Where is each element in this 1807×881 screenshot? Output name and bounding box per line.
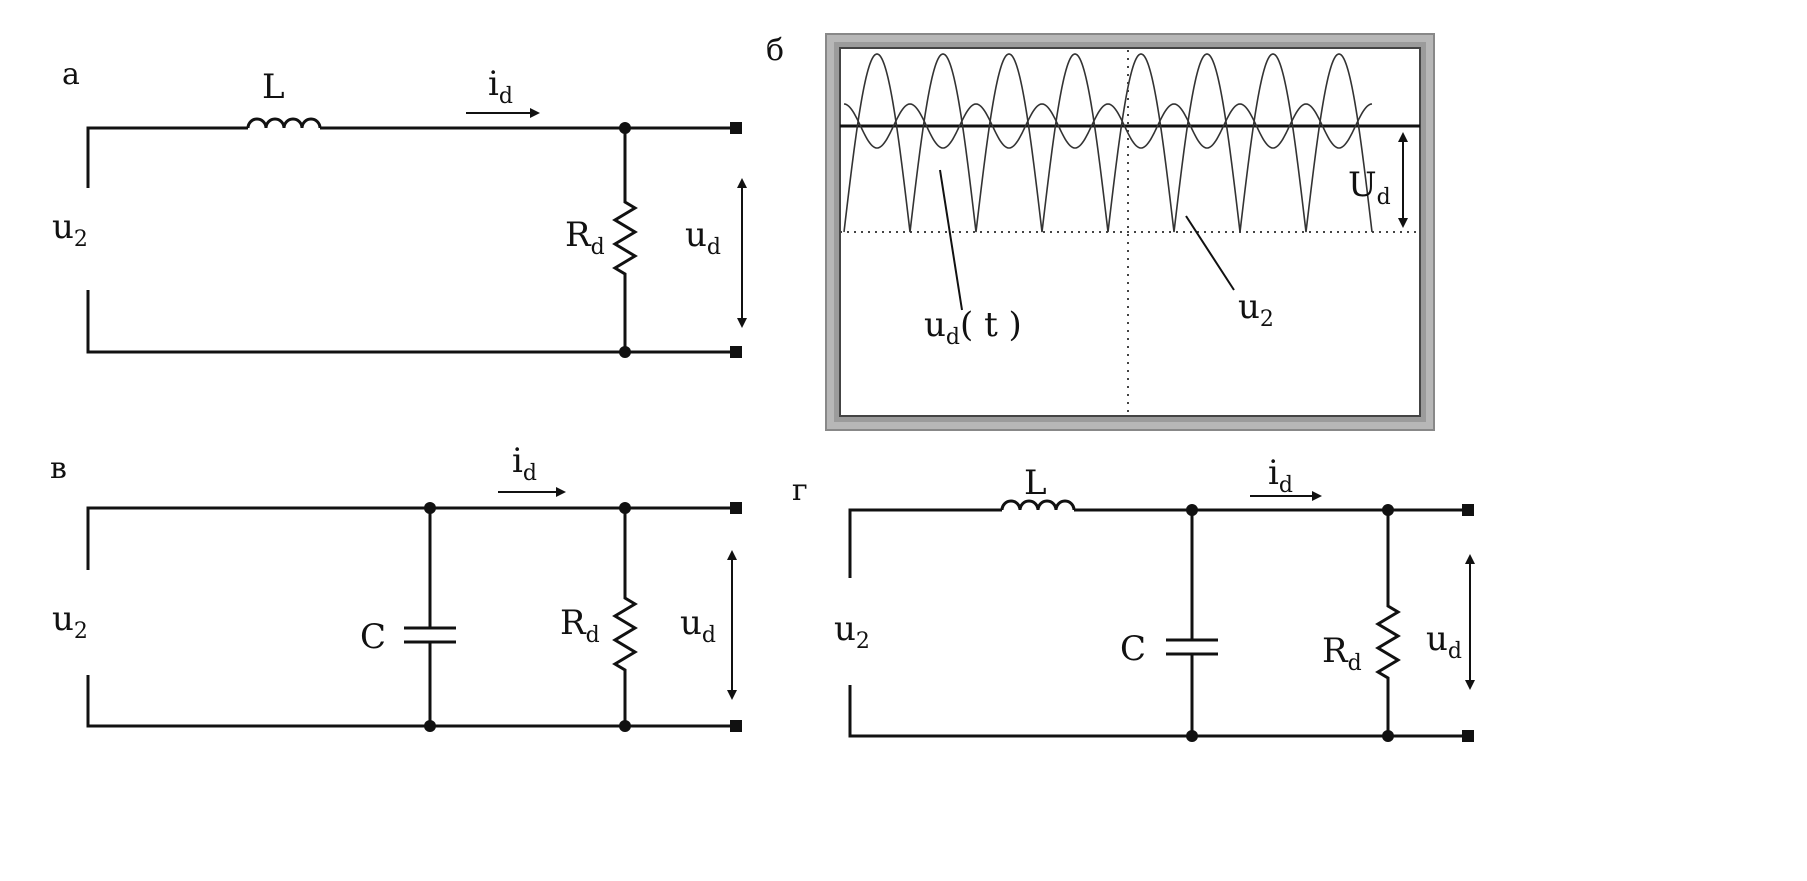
circuit-a: а L id u2 Rd ud	[52, 57, 747, 358]
label-Ud: Ud	[1348, 165, 1391, 210]
label-udt: ud( t )	[924, 305, 1022, 350]
wire-a-top-left	[86, 126, 248, 188]
node-v-4	[619, 720, 631, 732]
label-ud-v: ud	[680, 603, 716, 648]
label-rd-g: Rd	[1322, 631, 1362, 676]
label-C-g: C	[1120, 629, 1146, 669]
circuit-v: в id u2 C Rd ud	[50, 441, 742, 732]
voltage-arrow-v-up	[727, 550, 737, 560]
u2-trace	[843, 53, 1373, 233]
label-L-a: L	[262, 67, 285, 107]
terminal-v-top	[730, 502, 742, 514]
label-rd-v: Rd	[560, 603, 600, 648]
terminal-a-bottom	[730, 346, 742, 358]
terminal-g-bottom	[1462, 730, 1474, 742]
leader-udt	[939, 169, 963, 311]
terminal-g-top	[1462, 504, 1474, 516]
circuit-g: г L id u2 C Rd ud	[792, 453, 1475, 742]
current-arrow-g-head	[1312, 491, 1322, 501]
panel-label-a: а	[62, 57, 80, 92]
node-g-3	[1382, 504, 1394, 516]
node-g-4	[1382, 730, 1394, 742]
label-ud-g: ud	[1426, 619, 1462, 664]
terminal-a-top	[730, 122, 742, 134]
wire-g-bottom	[848, 685, 1468, 738]
capacitor-g	[1166, 510, 1218, 736]
label-u2-g: u2	[834, 609, 870, 654]
label-u2-a: u2	[52, 207, 88, 252]
scope-grid	[840, 50, 1420, 414]
voltage-arrow-g-up	[1465, 554, 1475, 564]
oscillogram-panel: б Ud ud( t ) u2	[766, 33, 1435, 431]
Ud-arrow-up	[1398, 132, 1408, 142]
node-v-1	[424, 502, 436, 514]
wire-v-bottom	[86, 675, 736, 728]
wire-g-top-left	[848, 508, 1002, 578]
node-g-1	[1186, 504, 1198, 516]
node-v-3	[619, 502, 631, 514]
voltage-arrow-g-down	[1465, 680, 1475, 690]
leader-u2	[1185, 215, 1235, 291]
label-id-v: id	[512, 441, 537, 486]
resistor-v	[612, 508, 638, 726]
panel-label-g: г	[792, 473, 808, 508]
resistor-g	[1375, 510, 1401, 736]
voltage-arrow-a-down	[737, 318, 747, 328]
node-v-2	[424, 720, 436, 732]
label-C-v: C	[360, 617, 386, 657]
label-ud-a: ud	[685, 215, 721, 260]
resistor-a	[612, 128, 638, 352]
ud-t-trace	[843, 103, 1373, 149]
inductor-g	[1000, 499, 1076, 511]
current-arrow-v-head	[556, 487, 566, 497]
node-g-2	[1186, 730, 1198, 742]
label-id-g: id	[1268, 453, 1293, 498]
node-a-1	[619, 122, 631, 134]
voltage-arrow-v-down	[727, 690, 737, 700]
node-a-2	[619, 346, 631, 358]
voltage-arrow-a-up	[737, 178, 747, 188]
Ud-arrow-down	[1398, 218, 1408, 228]
label-u2-scope: u2	[1238, 287, 1274, 332]
label-rd-a: Rd	[565, 215, 605, 260]
label-u2-v: u2	[52, 599, 88, 644]
current-arrow-a-head	[530, 108, 540, 118]
inductor-a	[246, 117, 322, 129]
panel-label-v: в	[50, 451, 67, 486]
terminal-v-bottom	[730, 720, 742, 732]
panel-label-b: б	[766, 33, 784, 68]
capacitor-v	[404, 508, 456, 726]
wire-a-bottom	[86, 290, 736, 354]
label-id-a: id	[488, 64, 513, 109]
label-L-g: L	[1024, 463, 1047, 503]
wire-v-top	[86, 506, 736, 570]
